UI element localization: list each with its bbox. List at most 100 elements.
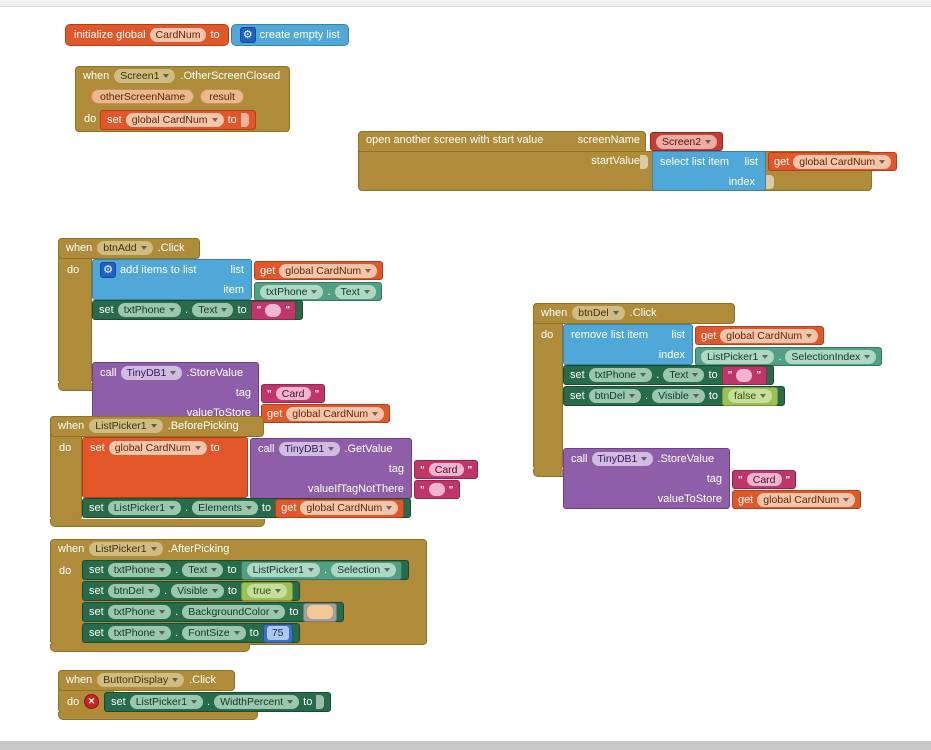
get-global-cardnum-block[interactable]: get global CardNum	[768, 152, 898, 171]
text-field[interactable]: Card	[428, 463, 464, 476]
component-dropdown[interactable]: txtPhone	[107, 626, 172, 640]
variable-dropdown[interactable]: global CardNum	[793, 154, 892, 169]
component-dropdown[interactable]: btnDel	[572, 306, 625, 320]
property-dropdown[interactable]: Text	[192, 303, 234, 317]
color-swatch[interactable]	[306, 605, 333, 619]
variable-dropdown[interactable]: global CardNum	[125, 113, 224, 127]
select-list-item-block[interactable]: select list item list index get global C…	[652, 151, 898, 191]
component-dropdown[interactable]: txtPhone	[588, 368, 653, 382]
component-dropdown[interactable]: ButtonDisplay	[97, 673, 185, 687]
statement-set-listpicker-widthpercent[interactable]: set ListPicker1 . WidthPercent to	[104, 692, 332, 712]
logic-true-block[interactable]: true	[241, 581, 294, 601]
text-field[interactable]	[736, 368, 753, 382]
component-dropdown[interactable]: TinyDB1	[278, 442, 341, 456]
text-field[interactable]	[265, 303, 282, 317]
variable-dropdown[interactable]: global CardNum	[757, 492, 856, 507]
listpicker-selectionindex-getter-block[interactable]: ListPicker1 . SelectionIndex	[695, 347, 883, 366]
txtphone-text-getter-block[interactable]: txtPhone . Text	[254, 282, 382, 301]
listpicker-selection-getter-block[interactable]: ListPicker1 . Selection	[240, 560, 403, 580]
statement-set-txtphone-text[interactable]: set txtPhone . Text to	[92, 300, 304, 320]
event-block-bottom-lip[interactable]	[50, 644, 250, 652]
text-field[interactable]: Card	[746, 473, 782, 486]
statement-set-btndel-visible[interactable]: set btnDel . Visible to true	[82, 581, 301, 601]
component-dropdown[interactable]: Screen1	[114, 69, 176, 83]
statement-set-listpicker-elements[interactable]: set ListPicker1 . Elements to get global…	[82, 498, 412, 518]
screen2-value-block[interactable]: Screen2	[650, 132, 724, 151]
variable-dropdown[interactable]: global CardNum	[300, 501, 399, 515]
text-field[interactable]: Card	[275, 387, 311, 400]
statement-set-txtphone-backgroundcolor[interactable]: set txtPhone . BackgroundColor to	[82, 602, 344, 622]
block-when-btnadd-click[interactable]: when btnAdd .Click do add items to list …	[58, 238, 391, 423]
color-block[interactable]	[302, 602, 337, 622]
variable-name-field[interactable]: CardNum	[149, 28, 207, 42]
property-dropdown[interactable]: Visible	[171, 584, 224, 598]
initialize-global-block[interactable]: initialize global CardNum to	[65, 24, 229, 46]
get-global-cardnum-block[interactable]: get global CardNum	[261, 404, 391, 423]
component-dropdown[interactable]: txtPhone	[107, 563, 172, 577]
text-string-block[interactable]: Card	[732, 470, 797, 489]
component-dropdown[interactable]: txtPhone	[117, 303, 182, 317]
component-dropdown[interactable]: ListPicker1	[89, 542, 163, 556]
property-dropdown[interactable]: BackgroundColor	[182, 605, 286, 619]
get-global-cardnum-block[interactable]: get global CardNum	[275, 498, 405, 518]
property-dropdown[interactable]: Text	[182, 563, 224, 577]
call-tinydb-storevalue-block[interactable]: call TinyDB1 .StoreValue tag valueToStor…	[92, 362, 391, 423]
number-field[interactable]: 75	[266, 626, 289, 640]
component-dropdown[interactable]: TinyDB1	[120, 366, 183, 380]
param-result[interactable]: result	[200, 89, 244, 104]
empty-string-block[interactable]	[721, 365, 768, 385]
add-items-to-list-block[interactable]: add items to list list item get global C…	[92, 259, 384, 301]
text-string-block[interactable]: Card	[414, 460, 479, 479]
component-dropdown[interactable]: btnDel	[588, 389, 642, 403]
variable-dropdown[interactable]: global CardNum	[279, 263, 378, 278]
call-tinydb-getvalue-block[interactable]: call TinyDB1 .GetValue tag valueIfTagNot…	[250, 438, 479, 499]
component-dropdown[interactable]: ListPicker1	[107, 501, 182, 515]
statement-set-btndel-visible[interactable]: set btnDel . Visible to false	[563, 386, 786, 406]
error-icon[interactable]	[84, 694, 99, 709]
remove-list-item-block[interactable]: remove list item list index get global C…	[563, 324, 883, 366]
logic-dropdown[interactable]: false	[728, 389, 773, 403]
block-when-btndel-click[interactable]: when btnDel .Click do remove list item l…	[533, 303, 883, 509]
property-dropdown[interactable]: Elements	[192, 501, 258, 515]
event-block-spine[interactable]	[58, 238, 92, 384]
empty-string-block[interactable]	[250, 300, 297, 320]
logic-dropdown[interactable]: true	[247, 584, 288, 598]
component-dropdown[interactable]: txtPhone	[260, 284, 324, 299]
property-dropdown[interactable]: Selection	[331, 563, 397, 577]
property-dropdown[interactable]: SelectionIndex	[785, 349, 877, 364]
property-dropdown[interactable]: WidthPercent	[214, 695, 300, 709]
bottom-scrollbar-track[interactable]	[0, 741, 931, 750]
block-when-listpicker1-beforepicking[interactable]: when ListPicker1 .BeforePicking do set g…	[50, 416, 479, 527]
param-otherscreenname[interactable]: otherScreenName	[91, 89, 195, 104]
variable-dropdown[interactable]: global CardNum	[286, 406, 385, 421]
logic-false-block[interactable]: false	[722, 386, 779, 406]
component-dropdown[interactable]: btnDel	[107, 584, 161, 598]
get-global-cardnum-block[interactable]: get global CardNum	[695, 326, 825, 345]
statement-set-txtphone-text[interactable]: set txtPhone . Text to	[563, 365, 775, 385]
number-block[interactable]: 75	[262, 623, 293, 643]
set-global-cardnum-block[interactable]: set global CardNum to call TinyDB1 .GetV…	[82, 437, 479, 499]
property-dropdown[interactable]: FontSize	[182, 626, 246, 640]
text-string-block[interactable]: Card	[261, 384, 326, 403]
event-block-bottom-lip[interactable]	[50, 519, 265, 527]
empty-string-block[interactable]	[414, 480, 460, 499]
statement-set-txtphone-text[interactable]: set txtPhone . Text to ListPicker1 . Sel…	[82, 560, 410, 580]
variable-dropdown[interactable]: global CardNum	[720, 328, 819, 343]
event-block-spine[interactable]	[533, 303, 563, 470]
property-dropdown[interactable]: Visible	[652, 389, 705, 403]
block-initialize-global-cardnum[interactable]: initialize global CardNum to create empt…	[65, 24, 349, 46]
get-global-cardnum-block[interactable]: get global CardNum	[254, 261, 384, 280]
mutator-gear-icon[interactable]	[100, 262, 116, 278]
component-dropdown[interactable]: btnAdd	[97, 241, 153, 255]
text-field[interactable]	[428, 483, 445, 496]
screen-dropdown[interactable]: Screen2	[656, 134, 718, 149]
event-block-bottom-lip[interactable]	[58, 712, 258, 720]
create-empty-list-block[interactable]: create empty list	[230, 24, 349, 46]
statement-set-global-cardnum[interactable]: set global CardNum to	[100, 110, 256, 130]
component-dropdown[interactable]: ListPicker1	[129, 695, 204, 709]
get-global-cardnum-block[interactable]: get global CardNum	[732, 490, 862, 509]
property-dropdown[interactable]: Text	[334, 284, 376, 299]
component-dropdown[interactable]: ListPicker1	[246, 563, 321, 577]
component-dropdown[interactable]: txtPhone	[107, 605, 172, 619]
